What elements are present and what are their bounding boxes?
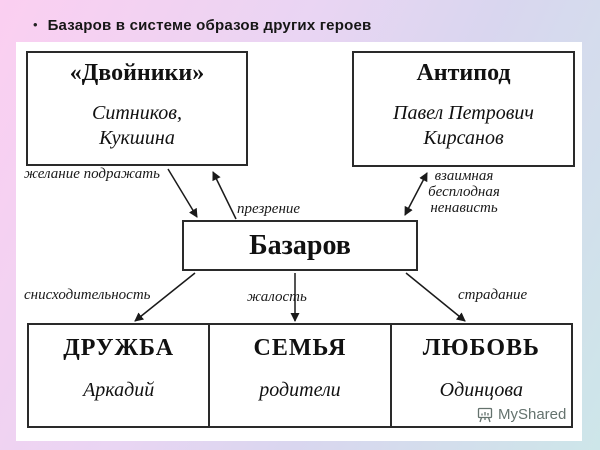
edge-label-condescension: снисходительность (24, 287, 151, 303)
arrow-layer (134, 168, 466, 322)
box-lyubov: ЛЮБОВЬ Одинцова (389, 325, 571, 426)
box-dvoyniki-names: Ситников, Кукшина (28, 101, 246, 151)
arrow-dvoyniki-to-bazarov (167, 168, 198, 218)
box-antipod-names: Павел Петрович Кирсанов (354, 101, 573, 151)
edge-label-hatred-line-2: бесплодная (428, 184, 500, 200)
box-bazarov: Базаров (182, 220, 418, 271)
edge-label-suffering: страдание (458, 287, 528, 303)
box-semya-heading: СЕМЬЯ (253, 335, 347, 361)
box-bazarov-heading: Базаров (249, 229, 351, 261)
arrow-bazarov-antipod-mutual (404, 172, 428, 216)
bullet-icon: • (33, 17, 38, 32)
box-semya-name: родители (259, 379, 341, 401)
edge-label-mutual-hatred: взаимная бесплодная ненависть (408, 168, 520, 216)
arrow-bazarov-to-druzhba (134, 272, 196, 322)
box-druzhba-name: Аркадий (83, 379, 155, 401)
box-dvoyniki-name-2: Кукшина (99, 127, 175, 149)
arrow-bazarov-to-lyubov (405, 272, 466, 322)
myshared-watermark: MyShared (476, 405, 566, 424)
edge-label-hatred-line-1: взаимная (434, 168, 494, 184)
slide-title-row: • Базаров в системе образов других герое… (33, 17, 371, 34)
edge-label-pity: жалость (247, 289, 307, 305)
arrow-bazarov-to-dvoyniki (212, 171, 237, 220)
edge-label-hatred-line-3: ненависть (430, 200, 498, 216)
page-title: Базаров в системе образов других героев (47, 17, 372, 34)
box-semya: СЕМЬЯ родители (208, 325, 389, 426)
box-lyubov-heading: ЛЮБОВЬ (422, 335, 540, 361)
diagram-panel: «Двойники» Ситников, Кукшина Антипод Пав… (16, 42, 582, 441)
box-dvoyniki: «Двойники» Ситников, Кукшина (26, 51, 248, 166)
edge-label-imitate: желание подражать (24, 166, 160, 182)
box-antipod-heading: Антипод (416, 60, 511, 86)
box-dvoyniki-name-1: Ситников, (92, 102, 182, 124)
box-antipod-name-2: Кирсанов (423, 127, 504, 149)
box-lyubov-name: Одинцова (439, 379, 523, 401)
bottom-boxes-row: ДРУЖБА Аркадий СЕМЬЯ родители ЛЮБОВЬ Оди… (27, 323, 573, 428)
box-druzhba: ДРУЖБА Аркадий (29, 325, 208, 426)
box-dvoyniki-heading: «Двойники» (69, 60, 205, 86)
box-antipod: Антипод Павел Петрович Кирсанов (352, 51, 575, 167)
myshared-watermark-text: MyShared (498, 406, 567, 423)
edge-label-contempt: презрение (237, 201, 301, 217)
box-antipod-name-1: Павел Петрович (393, 102, 534, 124)
box-druzhba-heading: ДРУЖБА (63, 335, 175, 361)
myshared-logo-icon (477, 407, 493, 423)
